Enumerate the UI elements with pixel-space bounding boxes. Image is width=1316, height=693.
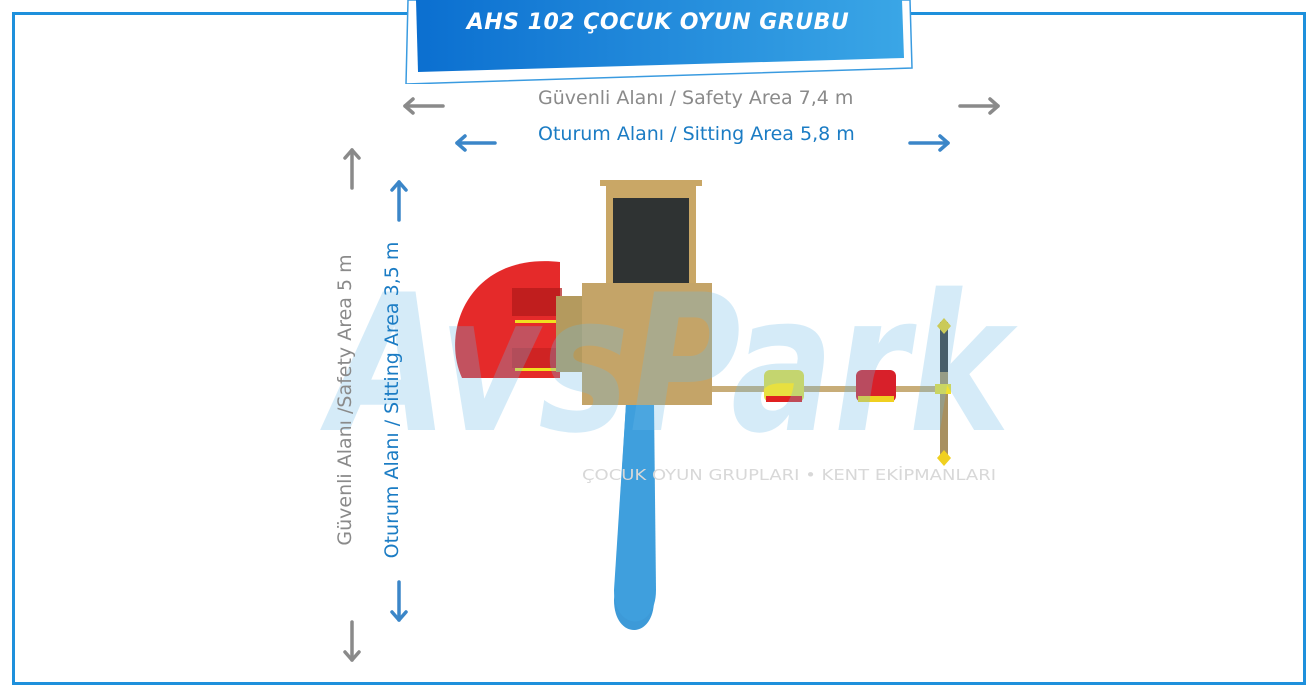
page-title: AHS 102 ÇOCUK OYUN GRUBU [466,10,850,35]
arrow-up-icon [343,148,361,190]
arrow-left-icon [403,97,445,115]
arrow-up-icon [390,180,408,222]
sitting-area-depth-label: Oturum Alanı / Sitting Area 3,5 m [381,241,403,559]
arrow-left-icon [455,134,497,152]
watermark-logo: AvsPark [320,254,1018,475]
arrow-down-icon [343,620,361,662]
watermark-tagline: ÇOCUK OYUN GRUPLARI • KENT EKİPMANLARI [582,465,996,484]
arrow-right-icon [908,134,950,152]
svg-text:AvsPark: AvsPark [320,254,1018,475]
arrow-down-icon [390,580,408,622]
sitting-area-width-label: Oturum Alanı / Sitting Area 5,8 m [538,123,855,145]
title-banner [405,0,913,84]
safety-area-depth-label: Güvenli Alanı /Safety Area 5 m [334,254,356,546]
playground-top-view [455,180,951,630]
arrow-right-icon [958,97,1000,115]
safety-area-width-label: Güvenli Alanı / Safety Area 7,4 m [538,87,854,109]
